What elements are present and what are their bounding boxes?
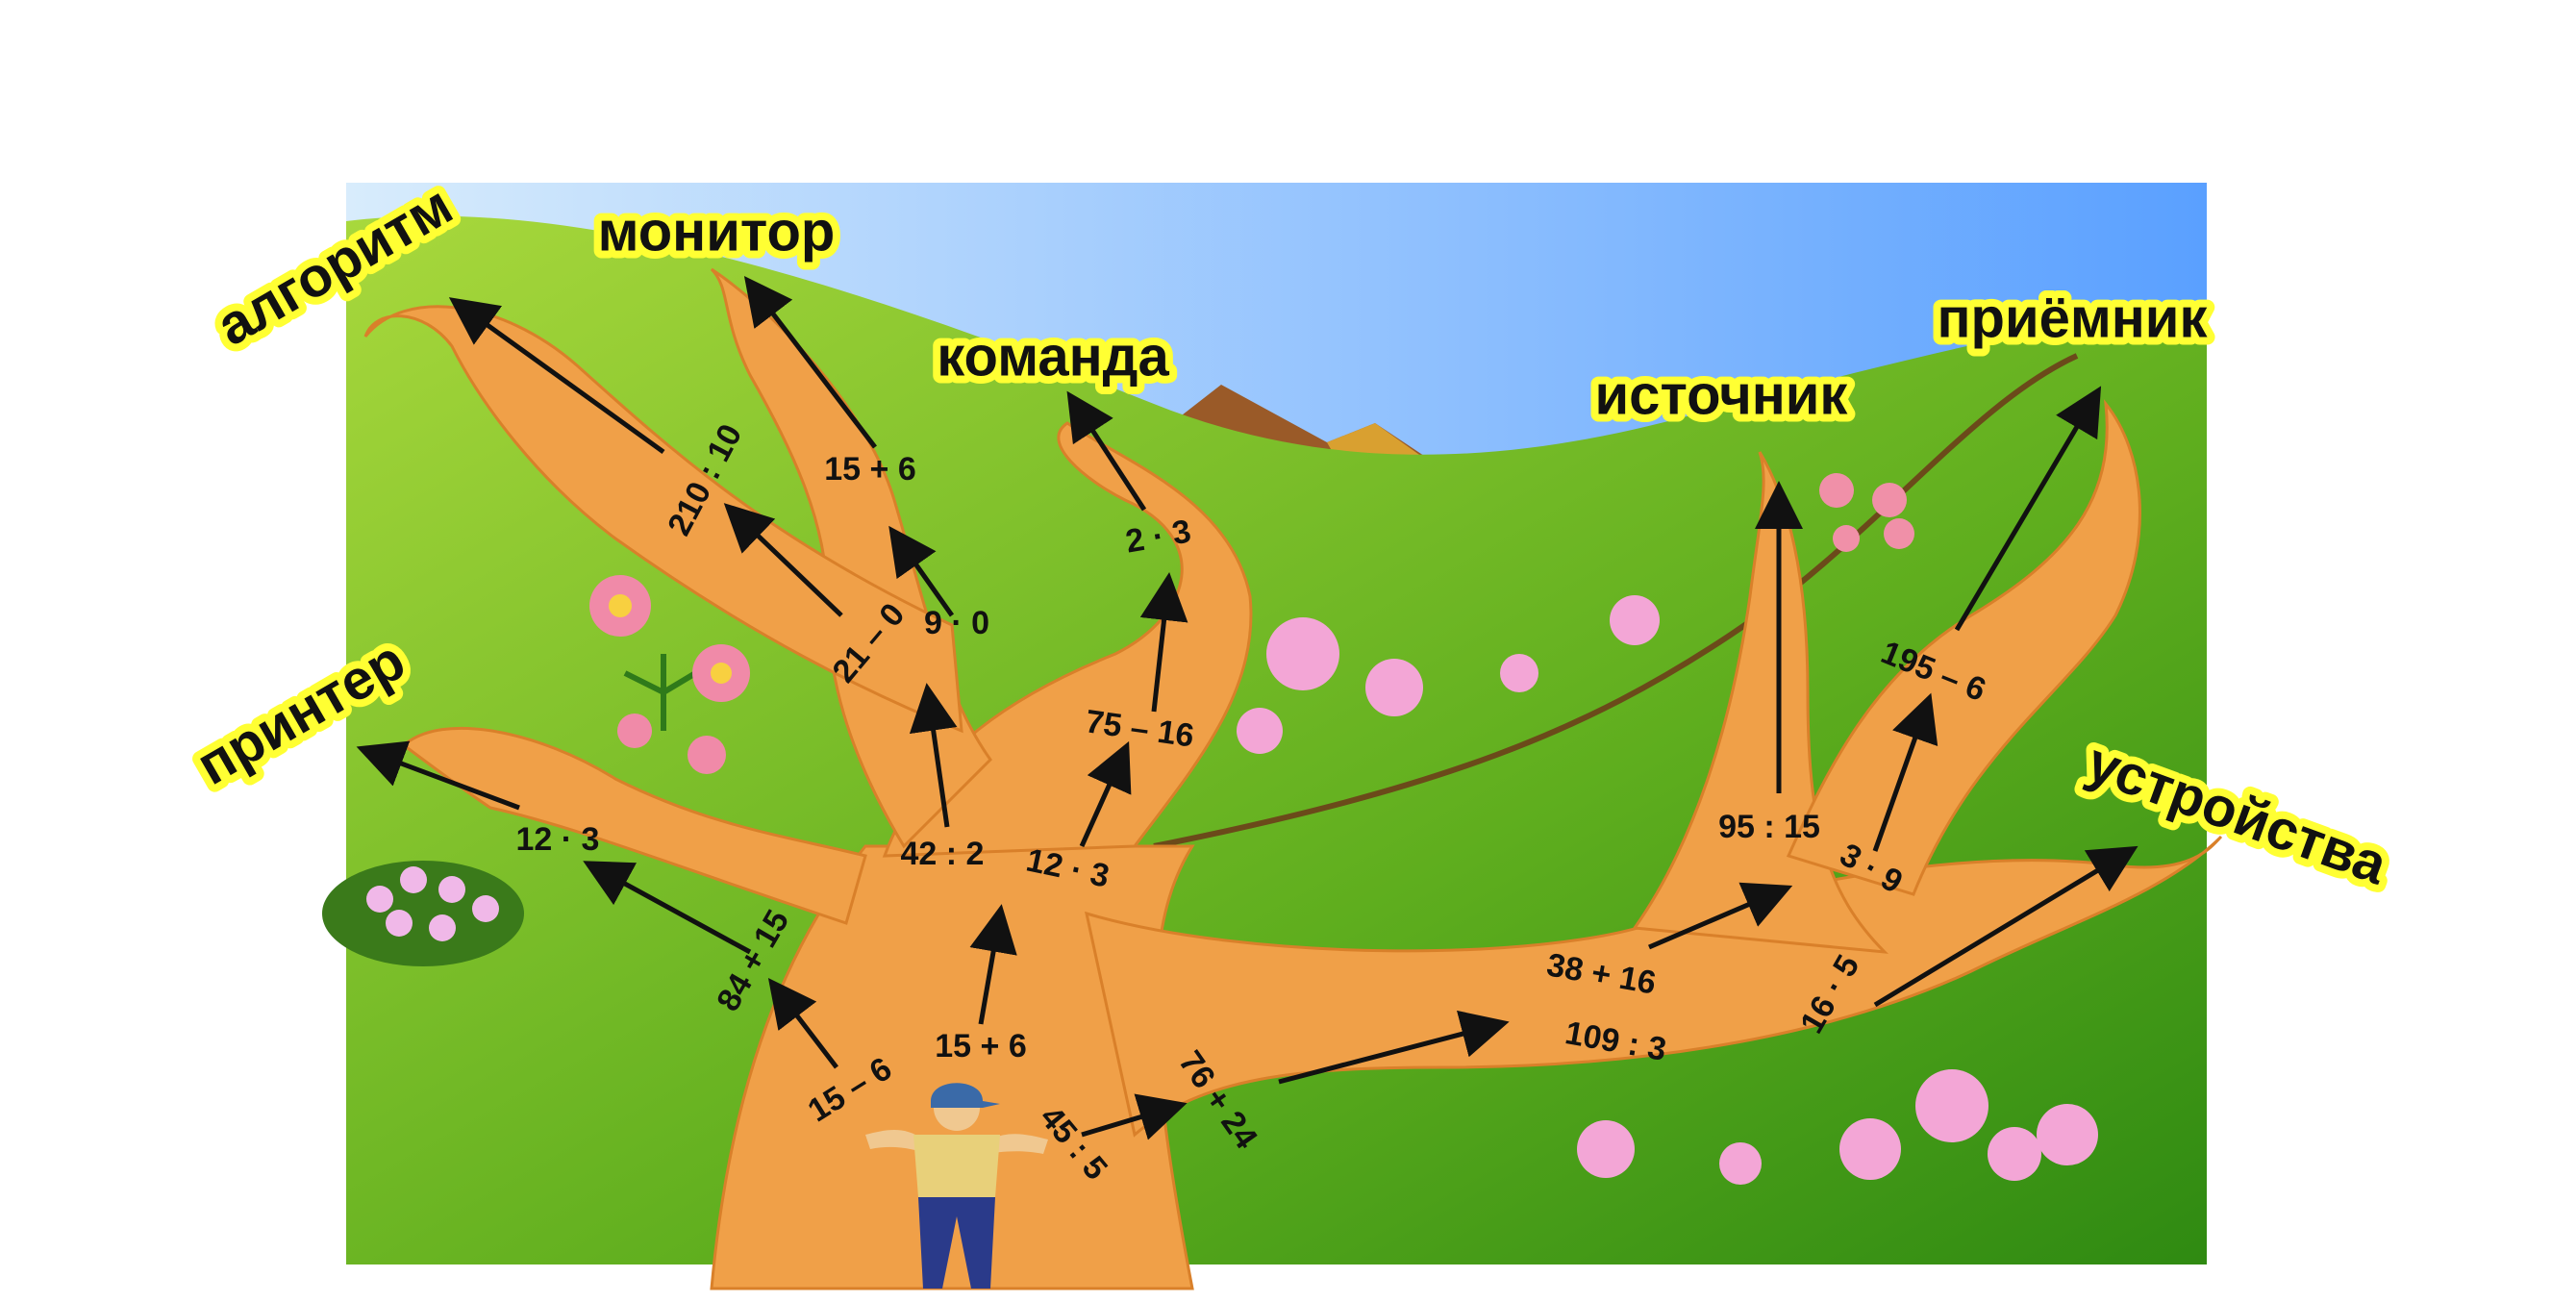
expr-9-0: 9 · 0: [924, 605, 989, 641]
flower-cluster-center: [1237, 595, 1660, 754]
branch-algorithm: [363, 305, 963, 734]
expr-95-15: 95 : 15: [1718, 809, 1820, 845]
arrow-to-printer: [356, 740, 520, 811]
boy-pants: [918, 1197, 995, 1289]
flower-bush-left: [322, 861, 524, 966]
arrow-to-monitor: [743, 276, 877, 449]
branch-receiver: [1786, 399, 2141, 896]
path-line: [1153, 353, 2079, 849]
flower-cluster-right-top: [1819, 473, 1914, 552]
arrow-to-12-3-left: [583, 861, 752, 955]
boy-shirt: [913, 1135, 1000, 1197]
arrow-to-75-16: [1079, 740, 1132, 848]
expr-15-6-mid: 15 + 6: [935, 1028, 1026, 1064]
word-command: команда: [937, 325, 1169, 388]
arrow-to-devices: [1873, 845, 2138, 1008]
arrow-to-42-2-path: [969, 904, 1017, 1025]
arrow-to-algorithm: [448, 297, 665, 455]
expr-12-3-left: 12 · 3: [516, 821, 600, 858]
word-monitor: монитор: [598, 200, 836, 263]
arrow-to-84-15: [767, 978, 838, 1069]
arrow-to-210-10: [723, 503, 843, 617]
word-source: источник: [1595, 363, 1849, 426]
arrow-to-109-3: [1278, 1010, 1510, 1085]
arrow-to-95-15: [1648, 882, 1793, 950]
boy-cap: [931, 1083, 1000, 1108]
expr-42-2: 42 : 2: [901, 836, 985, 872]
expr-15-6-top: 15 + 6: [824, 451, 915, 488]
flowers: [322, 473, 2098, 1185]
flower-cluster-upper-left: [589, 575, 750, 774]
arrow-to-command: [1066, 390, 1147, 512]
flower-cluster-lower-right: [1577, 1069, 2098, 1185]
arrows: [356, 276, 2138, 1140]
boy-figure: [865, 1083, 1048, 1289]
word-receiver: приёмник: [1938, 287, 2209, 349]
arrow-to-15-6-top: [888, 525, 955, 617]
tree: [363, 267, 2223, 1290]
arrow-to-195-6: [1872, 692, 1938, 852]
arrow-to-76-24: [1081, 1093, 1188, 1140]
arrow-to-receiver: [1954, 386, 2102, 632]
arrow-to-2-3: [1139, 572, 1188, 713]
arrow-to-21-0-up: [909, 683, 958, 828]
